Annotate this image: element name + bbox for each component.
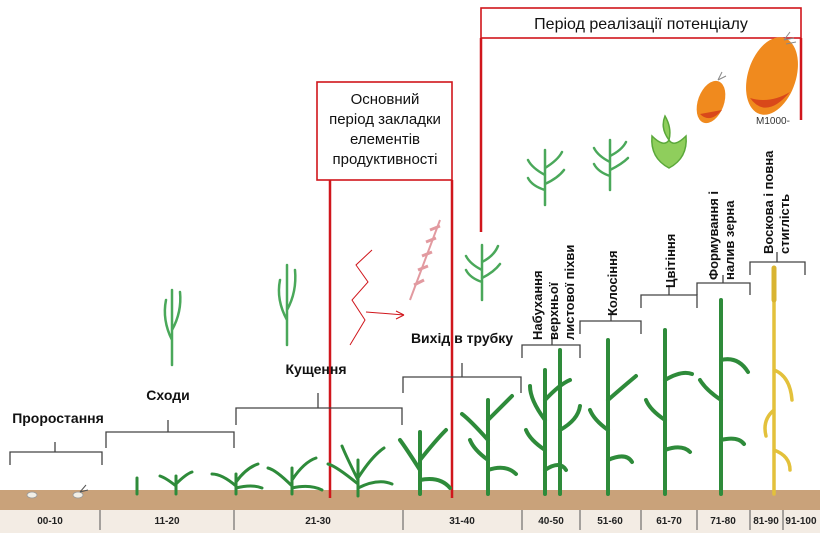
stage-label-stem-extension: Вихід в трубку [411,330,513,346]
leaf-sprig-icons [163,263,297,367]
grain-mark: M1000- [756,116,790,127]
scale-label-81-90: 81-90 [753,516,779,527]
stage-label-booting-1: Набухання [530,270,545,340]
stage-label-booting-2: верхньої [546,282,561,340]
potential-period-box: Період реалізації потенціалу [479,7,803,232]
scale-label-21-30: 21-30 [305,516,331,527]
scale-label-00-10: 00-10 [37,516,63,527]
scale-label-40-50: 40-50 [538,516,564,527]
scale-label-11-20: 11-20 [154,516,179,527]
stage-braces [9,252,806,465]
main-period-line-3: елементів [350,131,420,148]
scale-label-71-80: 71-80 [710,516,736,527]
stage-label-grain-fill-1: Формування і [706,191,721,280]
stage-label-emergence: Сходи [146,387,189,403]
scale-label-51-60: 51-60 [597,516,623,527]
stage-label-sprouting: Проростання [12,410,104,426]
scale-dividers [99,510,784,530]
spike-icons [464,138,630,302]
seed-icons [26,484,89,499]
scale-bar [0,510,820,533]
grain-icons: M1000- [696,31,798,127]
scale-label-91-100: 91-100 [785,516,817,527]
stem-structure-icon [349,219,441,346]
stage-label-flowering: Цвітіння [663,234,678,288]
potential-period-title: Період реалізації потенціалу [534,16,748,33]
scale-label-31-40: 31-40 [449,516,475,527]
stage-label-ripening-2: стиглість [777,194,792,254]
plant-illustrations [398,265,794,496]
main-period-line-1: Основний [351,91,420,108]
scale-label-61-70: 61-70 [656,516,682,527]
stage-label-booting-3: листової піхви [562,245,577,340]
stage-label-heading: Колосіння [605,250,620,316]
main-period-line-2: період закладки [329,111,441,128]
main-period-box: Основний період закладки елементів проду… [316,81,454,498]
stage-label-grain-fill-2: налив зерна [722,200,737,280]
flowering-spike-icon [651,114,687,169]
soil-strip [0,490,820,510]
seedling-icons [135,444,394,498]
main-period-line-4: продуктивності [332,151,437,168]
stage-label-ripening-1: Воскова і повна [761,150,776,254]
stage-label-tillering: Кущення [285,361,346,377]
